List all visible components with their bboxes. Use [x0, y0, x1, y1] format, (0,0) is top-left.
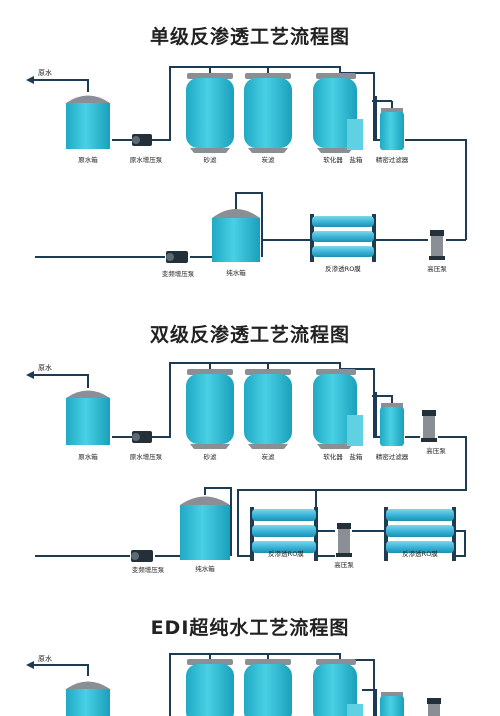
pure-tank-label: 纯水箱	[195, 564, 215, 573]
raw-tank-label: 原水箱	[78, 452, 98, 461]
softener-label: 软化器	[323, 452, 343, 461]
raw-pump-label: 原水增压泵	[130, 155, 163, 164]
carbon-filter-label: 炭滤	[262, 155, 276, 164]
carbon-filter	[244, 659, 292, 716]
raw-water-tank: 原水箱	[66, 95, 110, 164]
diagram-title-single-ro: 单级反渗透工艺流程图	[149, 26, 350, 48]
pure-tank-label: 纯水箱	[226, 268, 246, 277]
salt-tank: 盐箱	[347, 415, 363, 461]
vf-pump-label: 变频增压泵	[132, 565, 165, 574]
raw-water-tank	[66, 681, 110, 716]
sand-filter	[186, 659, 234, 716]
precision-filter: 精密过滤器	[376, 403, 409, 461]
high-pressure-pump-1: 高压泵	[421, 410, 446, 455]
raw-pump-label: 原水增压泵	[130, 452, 163, 461]
precision-filter: 精密过滤器	[376, 108, 409, 164]
high-pressure-pump: 高压泵	[427, 230, 447, 273]
ro-membrane-rack-1: 反渗透RO膜	[250, 507, 318, 561]
softener-label: 软化器	[323, 155, 343, 164]
sand-filter-label: 砂滤	[204, 452, 218, 461]
raw-water-label: 原水	[38, 654, 52, 663]
sand-filter-label: 砂滤	[204, 155, 218, 164]
pipes	[28, 66, 467, 258]
hp-pump2-label: 高压泵	[334, 560, 354, 569]
diagram-title-double-ro: 双级反渗透工艺流程图	[149, 324, 350, 346]
softener: 软化器	[313, 73, 357, 164]
salt-tank-label: 盐箱	[350, 155, 364, 164]
carbon-filter-label: 炭滤	[262, 452, 276, 461]
precision-filter-label: 精密过滤器	[376, 155, 409, 164]
raw-tank-label: 原水箱	[78, 155, 98, 164]
raw-water-label: 原水	[38, 363, 52, 372]
raw-water-pump: 原水增压泵	[130, 431, 163, 461]
salt-tank: 盐箱	[347, 119, 363, 164]
hp-pump-label: 高压泵	[427, 264, 447, 273]
sand-filter: 砂滤	[186, 369, 234, 461]
vf-booster-pump: 变频增压泵	[131, 550, 165, 574]
softener	[313, 659, 357, 716]
ro-membrane2-label: 反渗透RO膜	[402, 549, 438, 558]
softener: 软化器	[313, 369, 357, 461]
pure-water-tank: 纯水箱	[180, 496, 230, 573]
high-pressure-pump-2: 高压泵	[334, 523, 354, 569]
raw-water-pump: 原水增压泵	[130, 134, 163, 164]
sand-filter: 砂滤	[186, 73, 234, 164]
high-pressure-pump	[427, 698, 441, 716]
precision-filter-label: 精密过滤器	[376, 452, 409, 461]
raw-water-label: 原水	[38, 68, 52, 77]
section-single-ro: 原水 原水箱 原水增压泵 砂滤 炭滤	[26, 66, 467, 278]
ro-membrane-rack: 反渗透RO膜	[310, 214, 376, 273]
diagram-title-edi: EDI超纯水工艺流程图	[150, 617, 350, 639]
salt-tank-label: 盐箱	[350, 452, 364, 461]
section-edi: 原水	[26, 653, 441, 716]
raw-water-inlet: 原水	[26, 68, 52, 84]
carbon-filter: 炭滤	[244, 73, 292, 164]
salt-tank	[347, 704, 363, 716]
ro-membrane-rack-2: 反渗透RO膜	[384, 507, 456, 561]
precision-filter	[380, 692, 404, 716]
pipes	[28, 362, 467, 557]
ro-membrane1-label: 反渗透RO膜	[268, 549, 304, 558]
vf-pump-label: 变频增压泵	[162, 269, 195, 278]
hp-pump1-label: 高压泵	[426, 446, 446, 455]
raw-water-inlet: 原水	[26, 654, 52, 669]
carbon-filter: 炭滤	[244, 369, 292, 461]
section-double-ro: 原水 原水箱 原水增压泵 砂滤 炭滤 软化器	[26, 362, 467, 574]
ro-membrane-label: 反渗透RO膜	[325, 264, 361, 273]
vf-booster-pump: 变频增压泵	[162, 251, 195, 278]
raw-water-inlet: 原水	[26, 363, 52, 379]
pure-water-tank: 纯水箱	[212, 209, 260, 277]
raw-water-tank: 原水箱	[66, 390, 110, 461]
